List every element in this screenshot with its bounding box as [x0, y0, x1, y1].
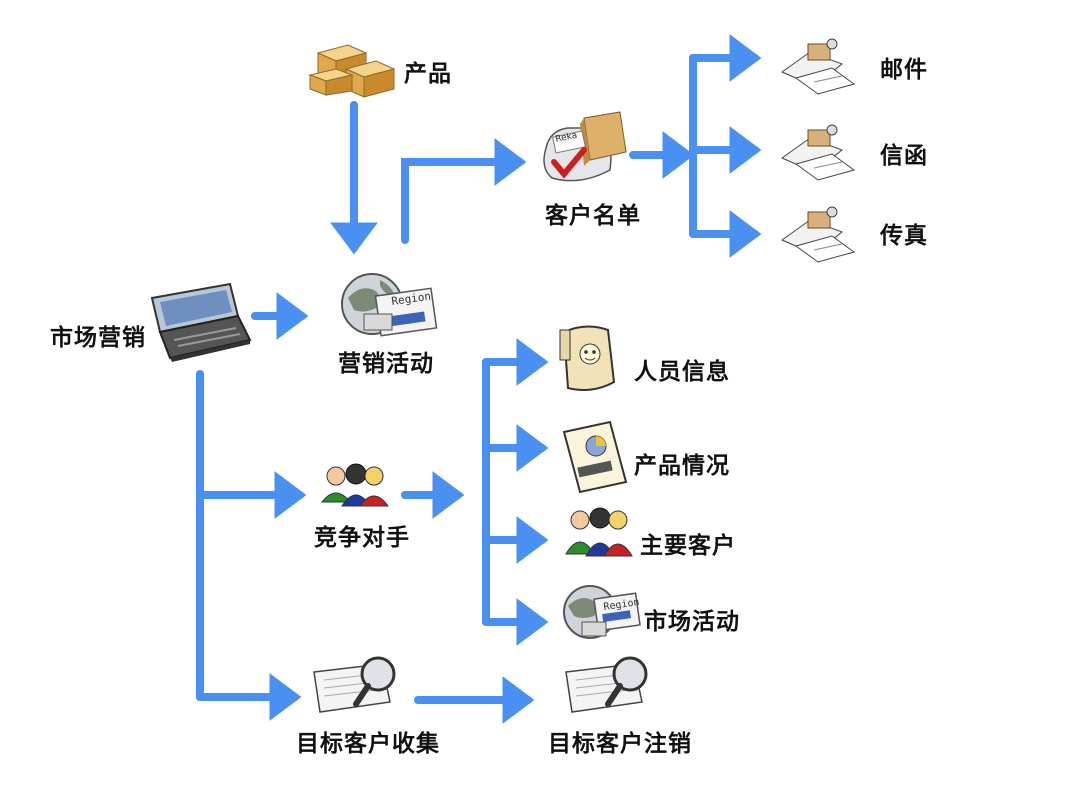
- mail-document-icon: [780, 38, 856, 95]
- magnifier-document-icon-2: [565, 656, 648, 713]
- people-group-icon: [320, 463, 389, 507]
- laptop-icon: [150, 282, 252, 362]
- campaign-card-text: Region: [391, 290, 432, 308]
- people-group-icon-2: [565, 507, 633, 557]
- node-target-cancel: 目标客户注销: [548, 731, 692, 757]
- bag-tag-text: Reka: [555, 131, 579, 145]
- node-product-status: 产品情况: [634, 453, 730, 479]
- bag-checkmark-icon: [543, 111, 627, 182]
- node-product: 产品: [404, 61, 452, 87]
- connector-arrows: [196, 34, 762, 724]
- market-card-text: Region: [603, 597, 640, 613]
- node-target-collect: 目标客户收集: [296, 731, 440, 757]
- arrow-campaign-to-customer-list: [401, 138, 527, 244]
- magnifier-document-icon: [313, 656, 396, 713]
- node-customer-list: 客户名单: [545, 203, 641, 229]
- node-campaign: 营销活动: [338, 351, 434, 377]
- node-letter: 信函: [880, 143, 928, 169]
- node-market-activity: 市场活动: [644, 609, 740, 635]
- letter-document-icon: [780, 124, 856, 181]
- scroll-person-icon: [559, 325, 616, 391]
- node-competitor: 竞争对手: [314, 525, 410, 551]
- node-mail: 邮件: [880, 57, 928, 83]
- node-staff-info: 人员信息: [634, 359, 730, 385]
- node-key-customers: 主要客户: [640, 533, 736, 559]
- globe-region-icon-2: [563, 585, 641, 639]
- globe-region-icon: [341, 273, 438, 337]
- boxes-icon: [308, 44, 396, 98]
- node-fax: 传真: [880, 223, 928, 249]
- report-document-icon: [562, 420, 628, 494]
- node-marketing: 市场营销: [50, 325, 146, 351]
- fax-document-icon: [780, 206, 856, 263]
